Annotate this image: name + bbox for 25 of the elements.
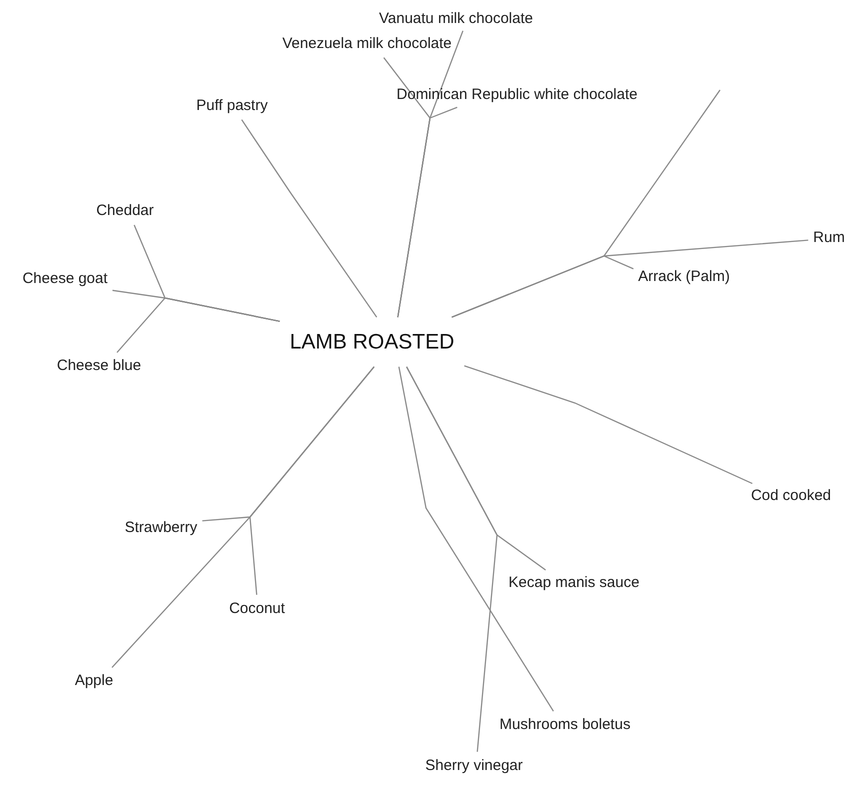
branch-line bbox=[398, 366, 554, 712]
leaf-label: Cheese blue bbox=[56, 356, 142, 376]
leaf-label: Kecap manis sauce bbox=[508, 572, 640, 593]
leaf-label: Dominican Republic white chocolate bbox=[396, 84, 638, 105]
leaf-label: Cod cooked bbox=[750, 486, 832, 506]
leaf-label: Coconut bbox=[229, 598, 285, 619]
branch-line bbox=[464, 365, 753, 484]
branch-line bbox=[116, 297, 280, 353]
leaf-label: Apple bbox=[74, 670, 114, 691]
leaf-label: Mushrooms boletus bbox=[500, 714, 630, 735]
leaf-label: Cheese goat bbox=[22, 268, 108, 289]
leaf-label: Arrack (Palm) bbox=[638, 266, 730, 287]
branch-line bbox=[452, 255, 634, 318]
leaf-label: Rum bbox=[813, 228, 845, 248]
root-label: LAMB ROASTED bbox=[290, 329, 454, 356]
branch-line bbox=[406, 366, 498, 752]
leaf-label: Puff pastry bbox=[196, 96, 268, 116]
branch-line bbox=[397, 106, 458, 318]
branch-line bbox=[241, 119, 378, 318]
leaf-label: Venezuela milk chocolate bbox=[282, 34, 452, 54]
leaf-label: Vanuatu milk chocolate bbox=[379, 8, 533, 29]
branch-line bbox=[112, 366, 375, 668]
leaf-label: Sherry vinegar bbox=[425, 756, 523, 776]
leaf-label: Strawberry bbox=[124, 518, 198, 538]
leaf-label: Cheddar bbox=[96, 200, 154, 221]
